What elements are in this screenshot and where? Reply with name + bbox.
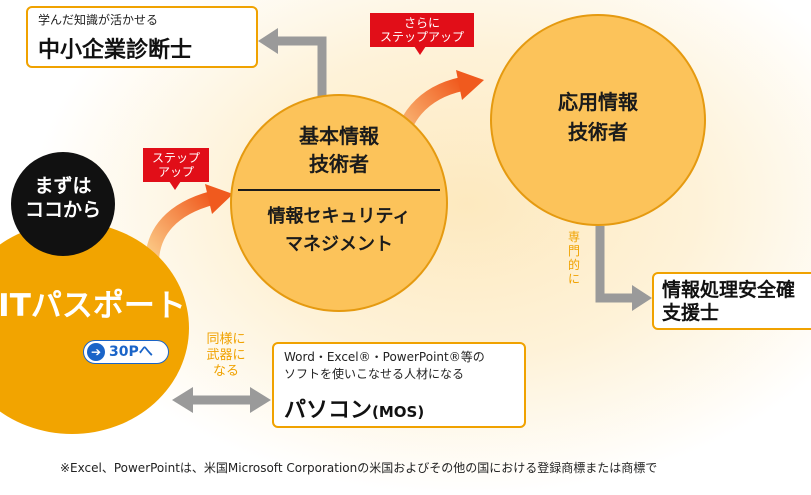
equally-useful-line2: 武器に [206,348,246,363]
page-ref-text: 30Pへ [109,344,153,360]
further-step-up-line1: さらに [403,16,440,30]
page-ref-badge[interactable]: ➔ 30Pへ [83,340,169,364]
arrow-to-riss-head [632,285,652,311]
mos-line2: ソフトを使いこなせる人材になる [284,367,465,381]
sme-title: 中小企業診断士 [38,38,193,63]
arrow-to-sme [276,36,327,100]
sme-caption: 学んだ知識が活かせる [38,13,159,27]
step-up-arrow-icon [144,191,214,269]
fe-line4: マネジメント [285,234,393,255]
step-up-arrow-head [205,184,233,214]
arrow-to-riss [595,226,632,303]
fe-line2: 技術者 [309,152,369,176]
mos-line1: Word・Excel®・PowerPoint®等の [284,350,485,364]
riss-line1: 情報処理安全確 [662,279,796,301]
further-step-up-line2: ステップアップ [379,30,464,44]
step-up-tag: ステップ アップ [143,148,209,190]
fe-line1: 基本情報 [299,124,379,148]
ap-line1: 応用情報 [558,90,638,114]
fe-divider [238,189,440,191]
double-arrow-right-head [250,387,271,413]
it-passport-label: ITパスポート [0,288,186,324]
step-up-tag-line1: ステップ [151,151,200,165]
specialized-char-4: に [567,272,580,286]
ap-line2: 技術者 [568,120,628,144]
mos-title-row: パソコン(MOS) [284,392,424,424]
it-passport-circle: ITパスポート ➔ 30Pへ [0,222,189,434]
riss-line2: 支援士 [662,302,720,324]
specialized-char-1: 専 [567,230,580,244]
double-arrow-left-head [172,387,193,413]
step-up-tag-line2: アップ [157,165,194,179]
riss-box: 情報処理安全確 支援士 [652,272,811,330]
equally-useful-note: 同様に 武器に なる [198,332,254,380]
arrow-to-sme-head [258,28,278,54]
start-here-line2: ココから [24,199,101,221]
mos-box: Word・Excel®・PowerPoint®等の ソフトを使いこなせる人材にな… [272,342,526,428]
specialized-char-2: 門 [567,244,580,258]
trademark-footnote: ※Excel、PowerPointは、米国Microsoft Corporati… [60,461,658,475]
further-step-up-arrow-head [456,70,484,100]
fe-circle: 基本情報 技術者 情報セキュリティ マネジメント [230,94,448,312]
fe-line3: 情報セキュリティ [267,206,411,227]
sme-consultant-box: 学んだ知識が活かせる 中小企業診断士 [26,6,258,68]
start-here-bubble: まずは ココから [11,152,115,256]
mos-title: パソコン [284,398,373,423]
specialized-note: 専 門 的 に [566,230,582,286]
specialized-char-3: 的 [567,258,580,272]
equally-useful-line1: 同様に [206,332,246,347]
ap-circle: 応用情報 技術者 [490,14,706,226]
start-here-line1: まずは [34,175,92,197]
further-step-up-tag: さらに ステップアップ [370,13,474,55]
mos-title-suffix: (MOS) [372,403,425,421]
equally-useful-line3: なる [212,364,239,379]
arrow-circle-right-icon: ➔ [87,343,105,361]
